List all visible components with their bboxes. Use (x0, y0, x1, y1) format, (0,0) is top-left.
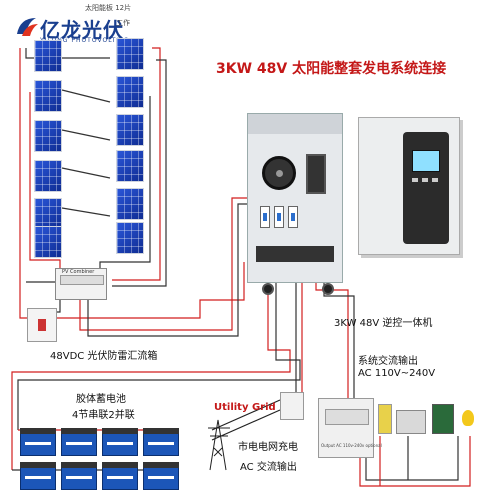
breaker-switch (288, 206, 298, 228)
solar-panel-icon (116, 76, 144, 108)
bulb-icon (462, 410, 474, 426)
inverter-top-panel (248, 114, 342, 134)
combiner-to-dcbox (57, 300, 61, 313)
grid-label-2: AC 交流输出 (240, 462, 297, 473)
control-button (422, 178, 428, 182)
grid-switch-box (280, 392, 304, 420)
array-wire-rows-left (29, 92, 61, 268)
ac-output-label-1: 系统交流输出 (358, 356, 418, 367)
wheel-icon (322, 283, 334, 295)
array-cross-1 (61, 89, 111, 103)
work-caption: 工作 (116, 19, 130, 27)
array-wire-left-dark (25, 48, 34, 59)
pv-combiner: PV Combiner (55, 268, 107, 300)
output-to-appliances-red (359, 436, 471, 487)
solar-panel-icon (34, 80, 62, 112)
grid-pylon-icon (208, 419, 230, 471)
output-note: Output AC 110v-240v optional (321, 443, 382, 448)
battery-label-1: 胶体蓄电池 (76, 394, 126, 405)
hybrid-inverter (358, 117, 460, 255)
battery-label-2: 4节串联2并联 (72, 410, 135, 421)
combiner-label: 48VDC 光伏防雷汇流箱 (50, 351, 158, 362)
solar-panel-icon (34, 120, 62, 152)
solar-panel-icon (34, 226, 62, 258)
din-rail-breakers (325, 409, 369, 425)
battery-icon (20, 462, 56, 490)
inverter-to-battery-red (11, 262, 291, 470)
battery-icon (102, 462, 138, 490)
combiner-to-inverter-red (79, 197, 256, 331)
speaker-icon (378, 404, 392, 434)
array-cross-2 (61, 129, 111, 141)
terminal-block (256, 246, 334, 262)
logo-icon (17, 18, 38, 36)
solar-panel-icon (34, 198, 62, 230)
battery-icon (61, 462, 97, 490)
lcd-screen (412, 150, 440, 172)
dc-switch-icon (38, 319, 46, 331)
combiner-plate-label: PV Combiner (62, 269, 95, 275)
solar-panel-icon (116, 38, 144, 70)
solar-panel-icon (34, 160, 62, 192)
combiner-breaker-rail (60, 275, 104, 285)
control-button (432, 178, 438, 182)
inverter-label: 3KW 48V 逆控一体机 (334, 318, 433, 329)
grid-line-1 (211, 399, 281, 431)
array-wire-rows-right (99, 96, 151, 268)
computer-icon (396, 410, 426, 434)
output-to-appliances-dark (365, 436, 459, 481)
control-button (412, 178, 418, 182)
combiner-to-inverter-dark (87, 203, 256, 337)
breaker-switch (274, 206, 284, 228)
battery-icon (102, 428, 138, 456)
utility-grid-title: Utility Grid (214, 402, 276, 413)
dc-lightning-box (27, 308, 57, 342)
wheel-icon (262, 283, 274, 295)
grid-label-1: 市电电网充电 (238, 442, 298, 453)
ac-distribution-box: Output AC 110v-240v optional (318, 398, 382, 458)
battery-icon (143, 428, 179, 456)
array-wire-right-dark (112, 59, 167, 287)
fan-icon (262, 156, 296, 190)
brand-name: 亿龙光伏 (40, 18, 124, 42)
array-wire-right-red (112, 47, 161, 281)
panels-caption: 太阳能板 12片 (85, 4, 132, 12)
array-wire-left-red (19, 48, 245, 319)
inverter-meter (306, 154, 326, 194)
battery-icon (143, 462, 179, 490)
brand-subtitle: YILONG PHOTOVOLTAIC (40, 37, 129, 44)
hybrid-front-panel (403, 132, 449, 244)
battery-icon (61, 428, 97, 456)
solar-panel-icon (116, 222, 144, 254)
solar-panel-icon (116, 150, 144, 182)
solar-panel-icon (116, 114, 144, 146)
solar-panel-icon (34, 40, 62, 72)
diagram-title: 3KW 48V 太阳能整套发电系统连接 (216, 61, 447, 77)
inverter-to-battery-dark (17, 262, 301, 430)
ac-output-label-2: AC 110V~240V (358, 368, 436, 379)
appliance-icon (432, 404, 454, 434)
battery-icon (20, 428, 56, 456)
grid-line-2 (211, 409, 281, 441)
breaker-switch (260, 206, 270, 228)
array-cross-4 (61, 207, 111, 217)
array-cross-3 (61, 167, 111, 179)
solar-panel-icon (116, 188, 144, 220)
inverter-unit (247, 113, 343, 283)
